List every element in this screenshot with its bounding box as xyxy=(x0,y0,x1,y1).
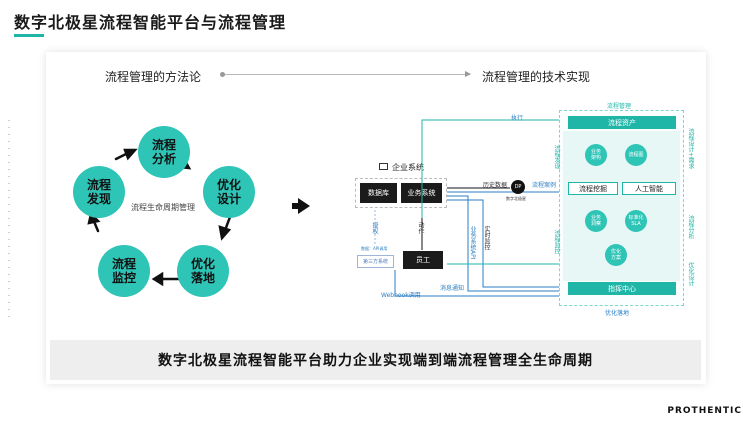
panel-top-label: 流程管理 xyxy=(605,101,634,110)
enterprise-label: 企业系统 xyxy=(392,163,424,172)
panel-right-label-2: 流程分析 xyxy=(687,215,694,239)
page-title: 数字北极星流程智能平台与流程管理 xyxy=(14,13,287,32)
api-call-label: 数据：API调用 xyxy=(361,246,388,251)
database-box: 数据库 xyxy=(360,183,397,203)
history-data-label: 历史数据 xyxy=(483,182,508,189)
summary-banner: 数字北极星流程智能平台助力企业实现端到端流程管理全生命周期 xyxy=(50,340,701,380)
message-label: 消息通知 xyxy=(440,285,465,292)
panel-right-label-1: 流程设计+需求 xyxy=(687,128,694,170)
top-connector-arrow xyxy=(220,71,471,77)
circle-business-arch: 业务 架构 xyxy=(585,144,607,166)
business-api-label: 业务系统API xyxy=(469,226,476,260)
brand-logo: PROTHENTIC xyxy=(667,406,742,416)
stage-analysis: 流程 分析 xyxy=(138,126,190,178)
action-label: 动作 xyxy=(417,222,424,234)
stage-implementation: 优化 落地 xyxy=(177,245,229,297)
stage-monitoring: 流程 监控 xyxy=(98,245,150,297)
tech-subtitle: 流程管理的技术实现 xyxy=(482,70,591,84)
panel-right-label-3: 优化设计 xyxy=(687,262,694,286)
case-label: 流程案例 xyxy=(532,182,557,189)
circle-sla: 标准化 SLA xyxy=(625,210,647,232)
realtime-monitor-label: 实时监控 xyxy=(483,226,490,250)
title-underline xyxy=(14,34,44,37)
third-party-box: 第三方系统 xyxy=(357,255,394,268)
ai-box: 人工智能 xyxy=(622,182,676,195)
webhook-label: Webhook调用 xyxy=(381,292,421,299)
panel-bottom-label: 优化落地 xyxy=(605,310,630,317)
auth-label: 授权 xyxy=(371,222,378,234)
methodology-subtitle: 流程管理的方法论 xyxy=(105,70,202,84)
monitor-icon xyxy=(379,163,388,170)
stage-design: 优化 设计 xyxy=(203,166,255,218)
employee-box: 员工 xyxy=(403,251,443,269)
circle-business-insight: 业务 洞察 xyxy=(585,210,607,232)
lifecycle-label: 流程生命周期管理 xyxy=(131,203,195,212)
dp-logo-caption: 数字北极星 xyxy=(506,196,526,201)
decorative-dots xyxy=(8,120,10,320)
dp-logo-icon: DP xyxy=(511,180,525,194)
panel-left-label-2: 流程监控 xyxy=(553,230,560,254)
process-assets-bar: 流程资产 xyxy=(568,116,676,129)
panel-left-label-1: 流程发现 xyxy=(553,145,560,169)
process-mining-box: 流程挖掘 xyxy=(568,182,618,195)
circle-plan: 优化 方案 xyxy=(605,244,627,266)
enterprise-group xyxy=(355,178,447,208)
main-arrow-tail xyxy=(292,203,299,209)
flow-lines xyxy=(374,119,560,297)
stage-discovery: 流程 发现 xyxy=(73,166,125,218)
command-center-bar: 指挥中心 xyxy=(568,282,676,295)
main-arrow-icon xyxy=(298,198,310,214)
execute-label: 执行 xyxy=(511,115,524,122)
circle-process-map: 流程图 xyxy=(625,144,647,166)
